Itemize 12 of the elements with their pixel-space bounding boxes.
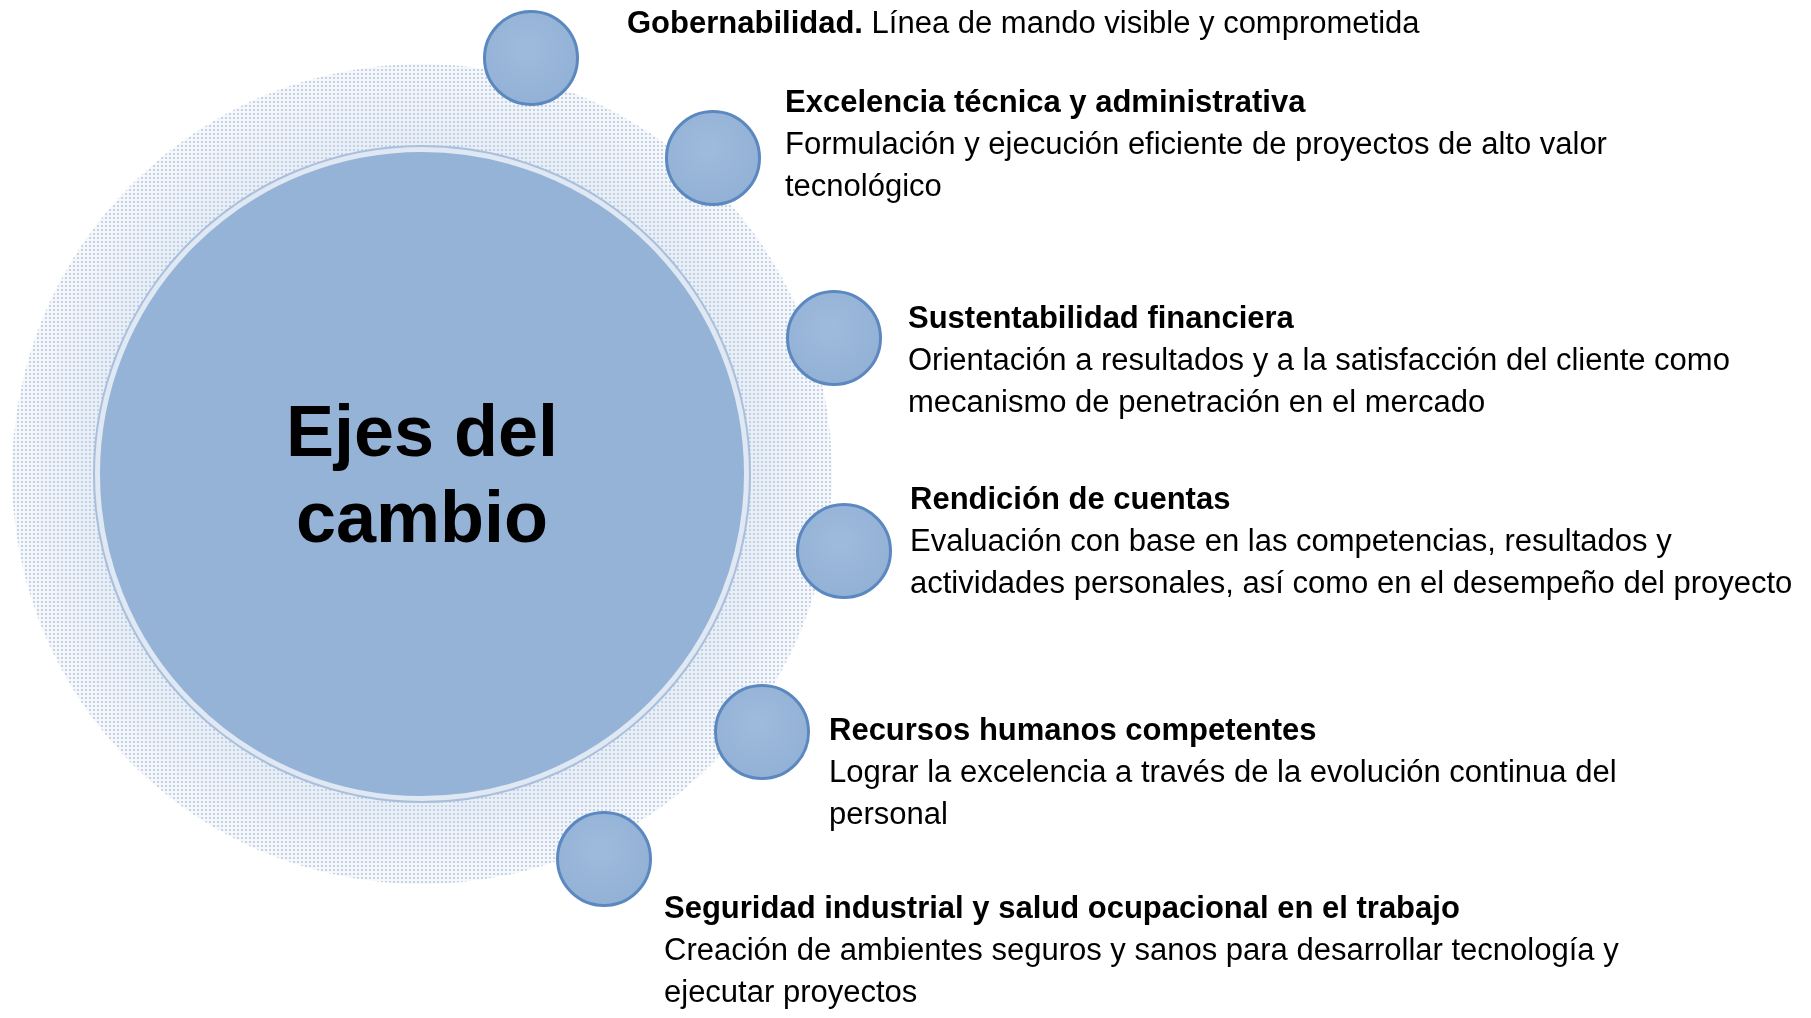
item-text: Gobernabilidad. Línea de mando visible y comprometida bbox=[627, 4, 1420, 42]
item-heading: Rendición de cuentas bbox=[910, 480, 1232, 518]
central-title: Ejes del cambio bbox=[284, 389, 560, 559]
item-heading: Recursos humanos competentes bbox=[829, 711, 1318, 749]
item-description: Formulación y ejecución eficiente de proyectos de alto valor tecnológico bbox=[785, 125, 1608, 205]
item-heading: Seguridad industrial y salud ocupacional en el trabajo bbox=[664, 889, 1461, 927]
item-description: Creación de ambientes seguros y sanos para desarrollar tecnología y ejecutar proyectos bbox=[664, 931, 1620, 1011]
item-heading: Sustentabilidad financiera bbox=[908, 299, 1295, 337]
item-description: Orientación a resultados y a la satisfacción del cliente como mecanismo de penetración en el mercado bbox=[908, 341, 1731, 421]
item-heading: Excelencia técnica y administrativa bbox=[785, 83, 1307, 121]
item-description: Lograr la excelencia a través de la evolución continua del personal bbox=[829, 753, 1618, 833]
item-description: Evaluación con base en las competencias, resultados y actividades personales, así como en el desempeño del proyecto bbox=[910, 522, 1794, 602]
